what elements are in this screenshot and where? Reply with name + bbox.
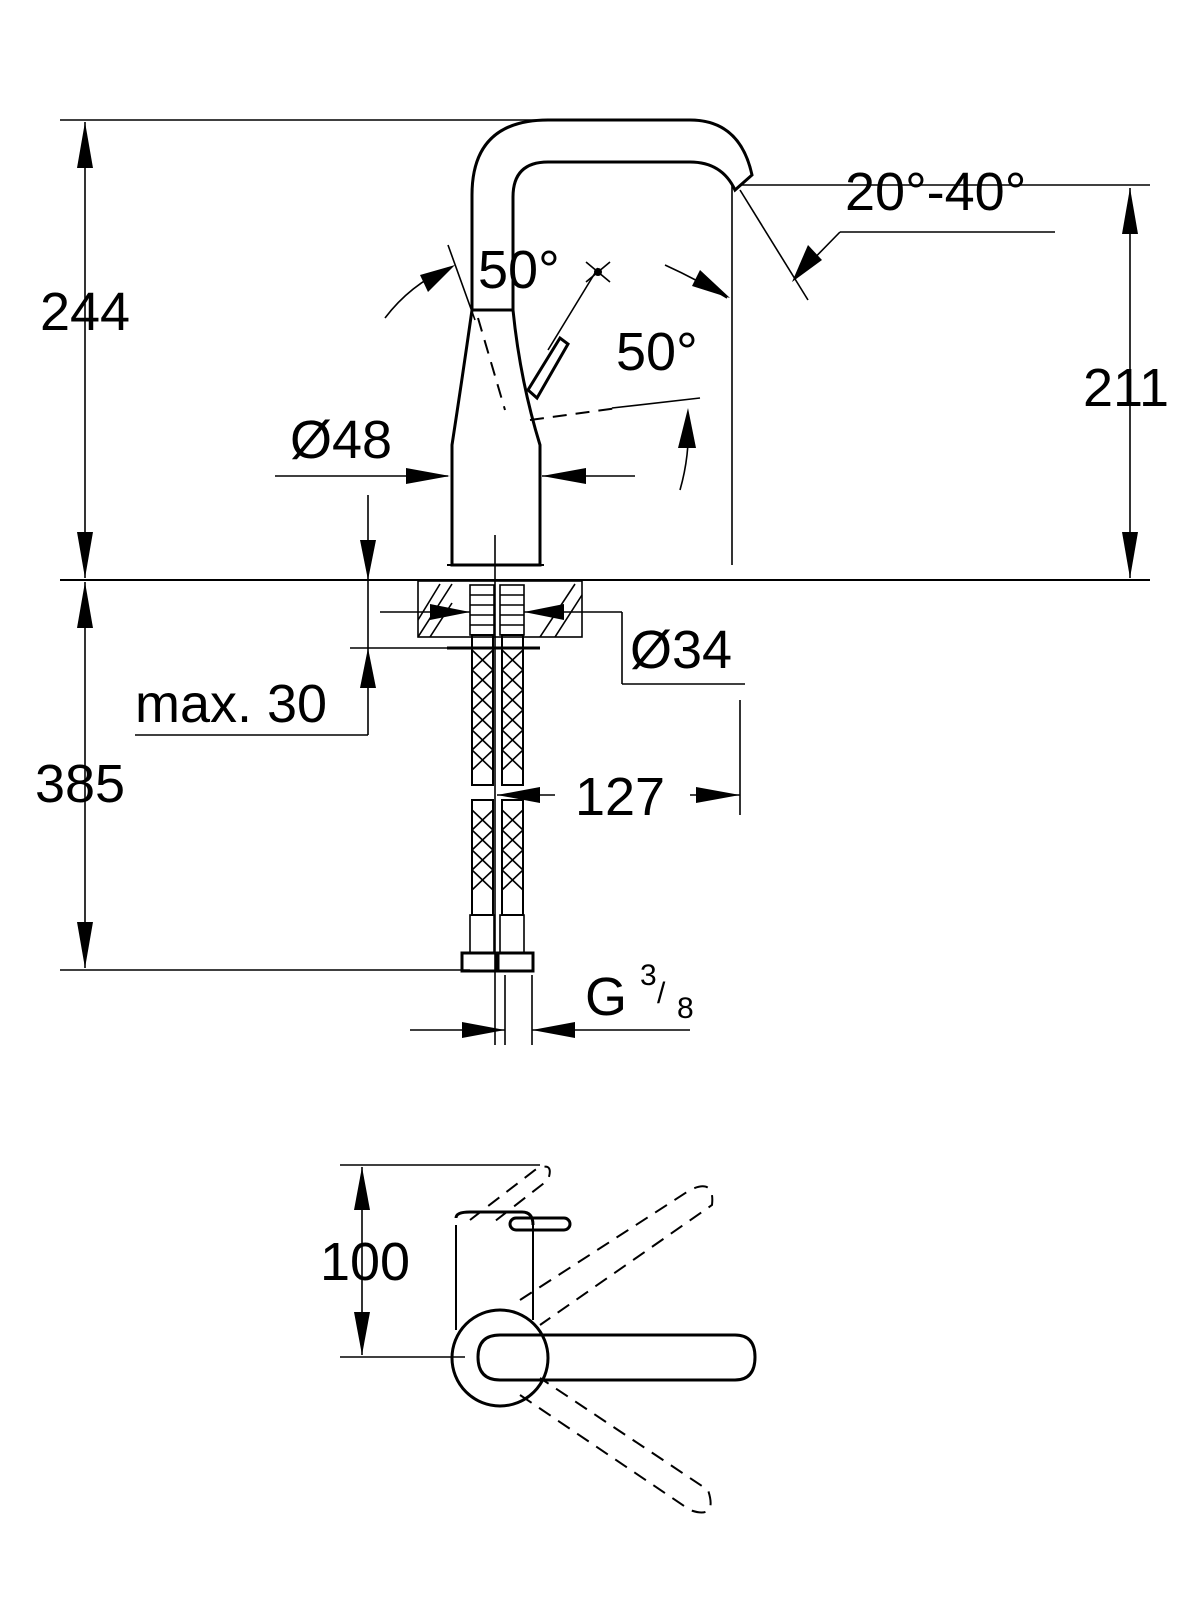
top-handle — [476, 1333, 757, 1382]
label-thread-numerator: 3 — [640, 959, 657, 992]
dimension-100-arrow-bottom — [354, 1312, 370, 1355]
dimension-projection-127: 127 — [497, 700, 741, 827]
lever-axis-top — [547, 267, 599, 351]
hose-right-upper — [499, 584, 525, 786]
label-height-spout: 211 — [1083, 358, 1169, 418]
label-height-total: 244 — [40, 282, 130, 342]
top-handle-ring — [450, 1308, 550, 1408]
side-view: 244 385 211 20°-40° — [35, 118, 1169, 1045]
label-thread-slash: / — [657, 977, 666, 1010]
dimension-211: 211 — [740, 184, 1169, 578]
label-projection: 127 — [575, 767, 665, 827]
dimension-diameter-48: Ø48 — [275, 410, 635, 484]
dimension-385: 385 — [35, 582, 125, 968]
label-thread-denominator: 8 — [677, 992, 694, 1025]
label-max-deck: max. 30 — [135, 674, 327, 734]
label-body-diameter: Ø48 — [290, 410, 392, 470]
dimension-thread: G 3 / 8 — [410, 959, 694, 1038]
top-lever-dashed — [469, 1165, 551, 1226]
dimension-lever-angle-side: 50° — [616, 322, 698, 491]
dimension-lever-angle-top: 50° — [384, 240, 730, 321]
tap-body — [450, 308, 542, 567]
dimension-diameter-34: Ø34 — [380, 604, 745, 685]
lever-axis-side — [611, 397, 701, 409]
top-view: 100 — [320, 1164, 757, 1514]
dimension-244: 244 — [40, 122, 130, 578]
spout — [470, 118, 754, 310]
lever-dashed-side — [529, 407, 619, 421]
dimension-max-deck: max. 30 — [135, 495, 450, 736]
dimension-spout-angle: 20°-40° — [739, 162, 1055, 301]
label-shank-diameter: Ø34 — [630, 620, 732, 680]
hose-right-lower — [495, 799, 535, 973]
label-thread-main: G — [585, 967, 627, 1027]
label-lever-angle-side: 50° — [616, 322, 698, 382]
label-lever-angle-top: 50° — [478, 240, 560, 300]
hose-left-upper — [469, 584, 495, 786]
label-depth: 100 — [320, 1232, 410, 1292]
hose-left-lower — [460, 799, 500, 973]
lever — [526, 335, 570, 401]
dimension-100-arrow-top — [354, 1167, 370, 1210]
top-handle-dashed-up — [519, 1185, 714, 1326]
deck-hatch — [417, 580, 583, 638]
label-hose-length: 385 — [35, 754, 125, 814]
top-spout — [455, 1225, 534, 1330]
top-small-lever — [508, 1216, 572, 1232]
pivot-cross-b — [585, 261, 611, 283]
lever-dashed-up — [477, 317, 506, 411]
top-handle-dashed-down — [519, 1377, 712, 1514]
label-spout-angle: 20°-40° — [845, 162, 1026, 222]
